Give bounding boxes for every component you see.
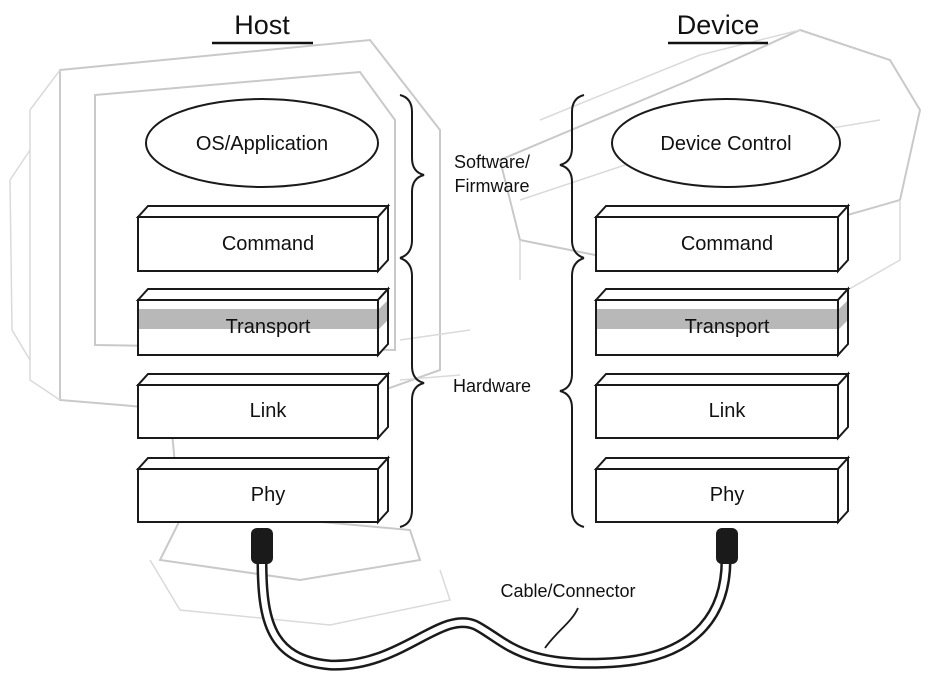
device-layer-label: Transport [685, 316, 770, 338]
software-firmware-label-line2: Firmware [455, 176, 530, 196]
host-layer-label: Phy [251, 484, 285, 506]
device-stack: Command Transport Link Phy [593, 203, 851, 525]
hardware-label: Hardware [453, 376, 531, 396]
host-hardware-brace [399, 257, 425, 528]
device-layer-transport: Transport [593, 286, 851, 358]
host-layer-label: Command [222, 233, 314, 255]
host-layer-label: Transport [226, 316, 311, 338]
host-layer-transport: Transport [135, 286, 391, 358]
software-firmware-label: Software/ [454, 152, 530, 172]
host-transport-band [139, 309, 377, 329]
host-layer-link: Link [135, 371, 391, 441]
device-app-ellipse [611, 98, 841, 188]
cable-connector-label: Cable/Connector [500, 581, 635, 601]
device-layer-phy: Phy [593, 455, 851, 525]
device-software-brace [559, 94, 585, 259]
device-layer-label: Phy [710, 484, 744, 506]
device-layer-label: Command [681, 233, 773, 255]
cable-leader-line [544, 607, 579, 649]
device-layer-link: Link [593, 371, 851, 441]
device-layer-label: Link [709, 400, 747, 422]
device-app-label: Device Control [660, 133, 791, 155]
host-layer-phy: Phy [135, 455, 391, 525]
device-connector [716, 528, 738, 564]
host-app-label: OS/Application [196, 133, 328, 155]
host-layer-command: Command [135, 203, 391, 274]
device-transport-band [597, 309, 837, 329]
host-stack: Command Transport Link Phy [135, 203, 391, 525]
device-hardware-brace [559, 257, 585, 528]
cable [251, 528, 738, 671]
host-app-ellipse [145, 98, 379, 188]
host-title: Host [234, 10, 290, 40]
device-title: Device [677, 10, 760, 40]
device-layer-command: Command [593, 203, 851, 274]
host-layer-label: Link [250, 400, 288, 422]
host-connector [251, 528, 273, 564]
host-software-brace [399, 94, 425, 259]
